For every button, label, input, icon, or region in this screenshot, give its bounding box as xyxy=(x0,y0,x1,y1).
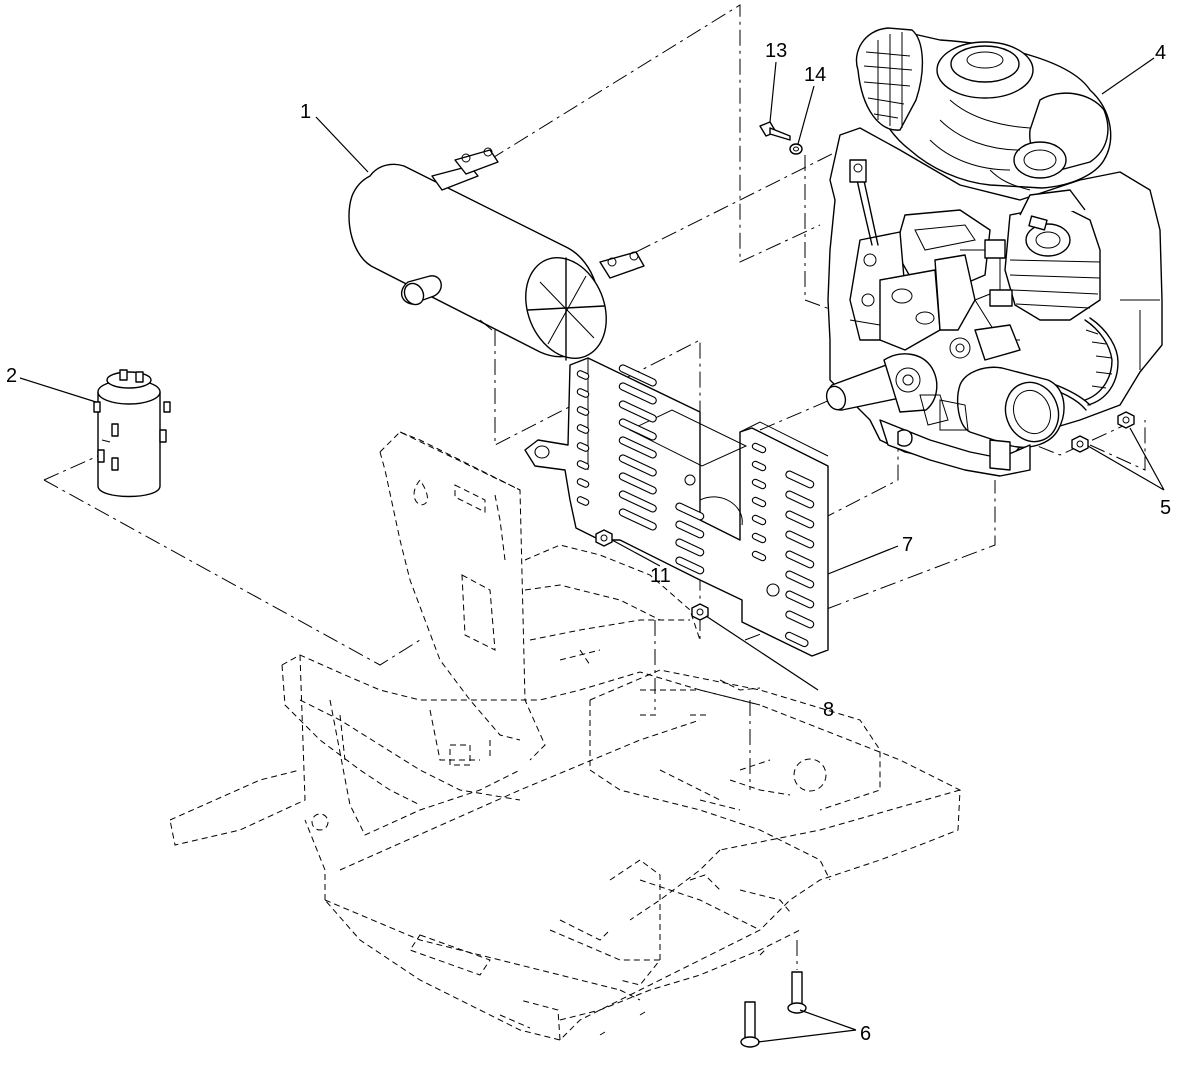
heat-shield-slots-right xyxy=(751,442,815,648)
bolt-6a xyxy=(740,1001,760,1048)
fasteners xyxy=(595,121,1135,1048)
leader-8 xyxy=(705,615,819,691)
nut-8 xyxy=(691,603,709,621)
muffler xyxy=(348,147,645,361)
washer-14 xyxy=(789,143,803,155)
callout-leaders xyxy=(19,57,1165,1043)
callout-14: 14 xyxy=(804,64,826,86)
callout-2: 2 xyxy=(6,365,17,387)
heat-shield-slots-left xyxy=(576,364,705,575)
leader-14 xyxy=(797,85,815,145)
callout-8: 8 xyxy=(823,699,834,721)
bolt-6b xyxy=(787,971,807,1014)
callout-1: 1 xyxy=(300,101,311,123)
nut-5b xyxy=(1071,435,1089,453)
callout-labels: 1 2 4 5 6 7 8 11 13 14 xyxy=(6,40,1171,1045)
leader-5 xyxy=(1087,427,1165,491)
callout-4: 4 xyxy=(1155,42,1166,64)
callout-5: 5 xyxy=(1160,497,1171,519)
nut-11 xyxy=(595,529,613,547)
bolt-13 xyxy=(759,121,791,141)
leader-4 xyxy=(1101,57,1155,95)
leader-11 xyxy=(611,539,661,567)
canister xyxy=(93,369,171,498)
leader-2 xyxy=(19,377,97,403)
leader-13 xyxy=(769,61,777,123)
nut-5a xyxy=(1117,411,1135,429)
heat-shield xyxy=(524,357,829,657)
callout-7: 7 xyxy=(902,534,913,556)
leader-7 xyxy=(827,545,899,575)
leader-6 xyxy=(757,1009,857,1043)
mower-frame xyxy=(169,431,961,1041)
engine xyxy=(825,27,1163,477)
callout-13: 13 xyxy=(765,40,787,62)
leader-1 xyxy=(315,116,369,173)
callout-11: 11 xyxy=(650,565,671,587)
callout-6: 6 xyxy=(860,1023,871,1045)
